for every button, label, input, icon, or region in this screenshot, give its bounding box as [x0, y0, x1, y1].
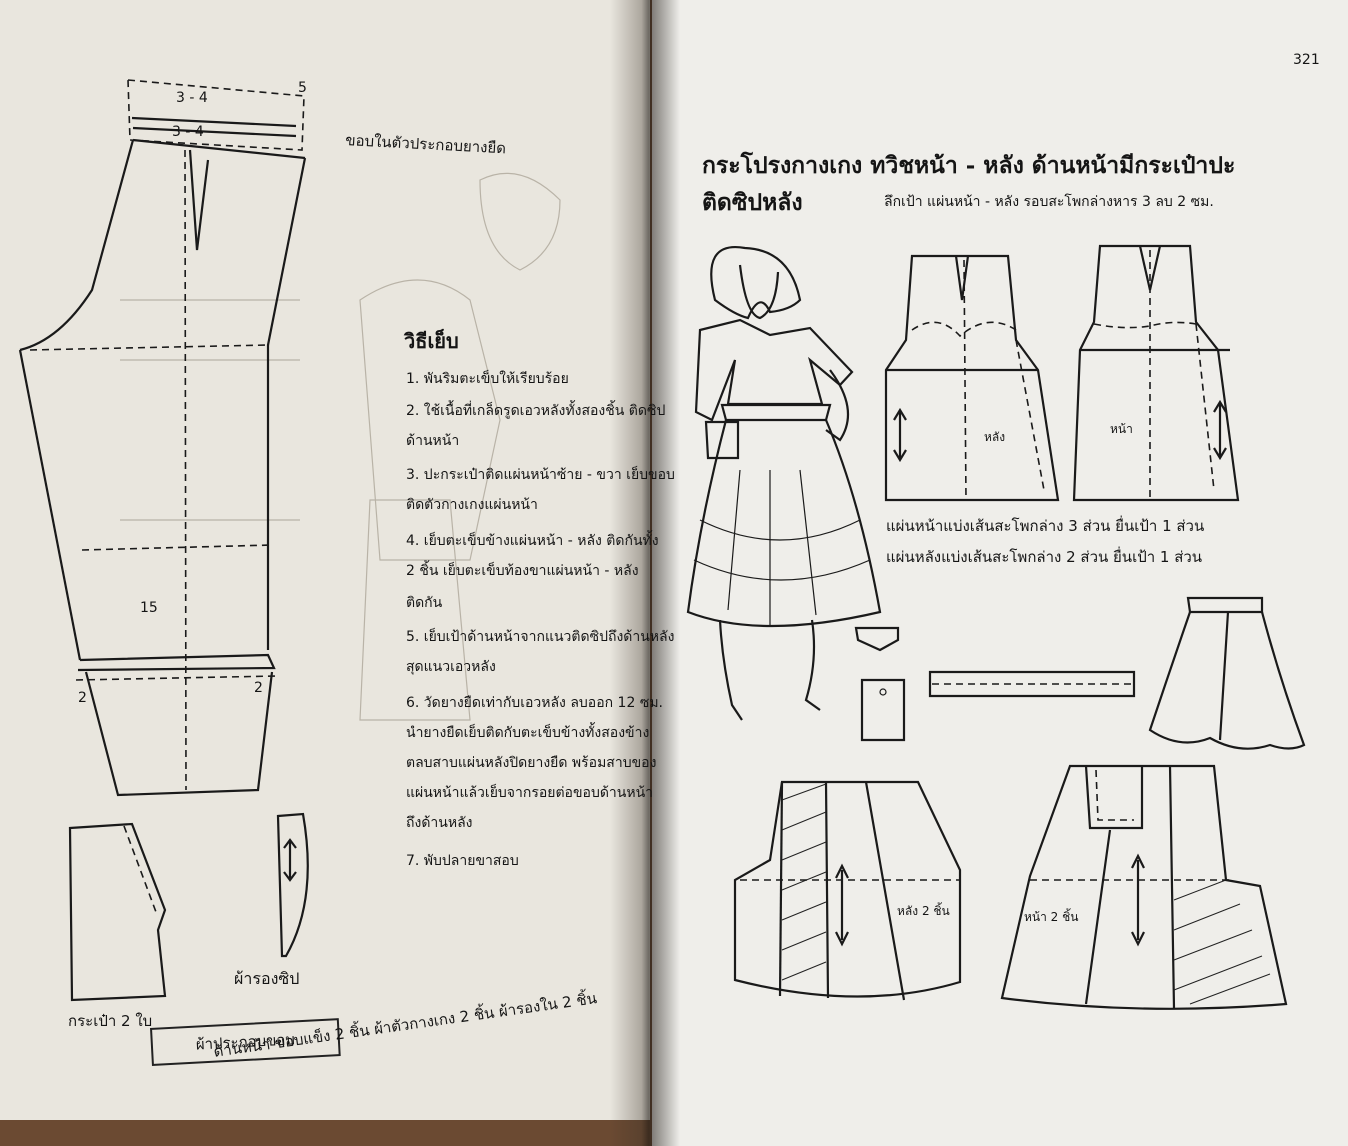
step-line: 6. วัดยางยืดเท่ากับเอวหลัง ลบออก 12 ซม.: [406, 695, 663, 711]
right-page: [652, 0, 1348, 1146]
pattern-instruction: ลึกเป้า แผ่นหน้า - หลัง รอบสะโพกล่างหาร …: [884, 194, 1214, 210]
step-line: 2 ชิ้น เย็บตะเข็บท้องขาแผ่นหน้า - หลัง: [406, 563, 639, 579]
note-back: แผ่นหลังแบ่งเส้นสะโพกล่าง 2 ส่วน ยื่นเป้…: [886, 548, 1203, 566]
hem-extension: [84, 671, 274, 797]
pocket-piece: [860, 678, 906, 742]
step-line: สุดแนวเอวหลัง: [406, 659, 496, 675]
label-back: หลัง: [984, 430, 1006, 444]
knee-line: [81, 544, 273, 551]
hem-line: [77, 653, 276, 672]
step-line: ตลบสาบแผ่นหลังปิดยางยืด พร้อมสาบของ: [406, 755, 657, 771]
inseam-left: [18, 349, 82, 661]
step-line: 4. เย็บตะเข็บข้างแผ่นหน้า - หลัง ติดกันท…: [406, 533, 659, 549]
step-line: นำยางยืดเย็บติดกับตะเข็บข้างทั้งสองข้าง: [406, 725, 650, 741]
step-line: แผ่นหน้าแล้วเย็บจากรอยต่อขอบด้านหน้า: [406, 785, 654, 801]
crotch-curve: [19, 139, 135, 352]
measure-top: 3 - 4: [176, 90, 208, 106]
waist-line: [132, 138, 306, 160]
side-seam: [266, 157, 307, 650]
hem-fold-line: [75, 675, 277, 681]
pocket-flap-piece: [854, 626, 900, 652]
back-2-pieces-pattern: [733, 780, 962, 1001]
pocket-pattern: [68, 822, 167, 1002]
fashion-figure: [686, 245, 882, 721]
waistband-piece: [928, 670, 1136, 698]
zip-facing-pattern: [276, 812, 309, 958]
step-line: 3. ปะกระเป๋าติดแผ่นหน้าซ้าย - ขวา เย็บขอ…: [406, 467, 675, 483]
step-line: 1. พันริมตะเข็บให้เรียบร้อย: [406, 371, 569, 387]
measure-5: 5: [298, 80, 307, 96]
book-gutter: [610, 0, 680, 1146]
page-number: 321: [1293, 52, 1320, 68]
front-skirt-pattern: [1072, 244, 1240, 502]
step-line: ด้านหน้า: [406, 433, 460, 449]
step-line: ติดตัวกางเกงแผ่นหน้า: [406, 497, 538, 513]
waistband-lines: [131, 116, 297, 138]
measure-15: 15: [140, 600, 158, 616]
pants-pattern: [18, 79, 307, 797]
front-2-pieces-pattern: [1000, 764, 1288, 1010]
pocket-label: กระเป๋า 2 ใบ: [68, 1012, 153, 1030]
sewing-steps-title: วิธีเย็บ: [404, 329, 459, 353]
back-skirt-pattern: [884, 254, 1060, 502]
page-title-line1: กระโปรงกางเกง ทวิชหน้า - หลัง ด้านหน้ามี…: [702, 152, 1236, 179]
step-line: ถึงด้านหลัง: [406, 815, 473, 831]
page-title-line2: ติดซิปหลัง: [702, 189, 803, 216]
measure-mid: 3 - 4: [172, 124, 204, 140]
label-front-2-pieces: หน้า 2 ชิ้น: [1024, 910, 1079, 924]
small-pattern-pieces: [854, 626, 1136, 742]
grain-line: [184, 149, 187, 791]
step-line: 5. เย็บเป้าด้านหน้าจากแนวติดซิปถึงด้านหล…: [406, 629, 675, 645]
waistband-top: [127, 79, 305, 151]
note-front: แผ่นหน้าแบ่งเส้นสะโพกล่าง 3 ส่วน ยื่นเป้…: [886, 517, 1205, 535]
left-page: [0, 0, 650, 1120]
show-through-drawings: [120, 172, 561, 721]
step-line: 7. พับปลายขาสอบ: [406, 853, 519, 869]
step-line: 2. ใช้เนื้อที่เกล็ดรูดเอวหลังทั้งสองชิ้น…: [406, 403, 666, 419]
finished-skirt-drawing: [1148, 596, 1306, 750]
hip-line: [29, 344, 271, 351]
zip-facing-label: ผ้ารองซิป: [234, 969, 300, 988]
step-line: ติดกัน: [406, 595, 443, 611]
measure-2-left: 2: [78, 690, 87, 706]
label-back-2-pieces: หลัง 2 ชิ้น: [897, 904, 950, 918]
measure-2-right: 2: [254, 680, 263, 696]
label-front: หน้า: [1110, 422, 1133, 436]
dart: [188, 149, 210, 251]
